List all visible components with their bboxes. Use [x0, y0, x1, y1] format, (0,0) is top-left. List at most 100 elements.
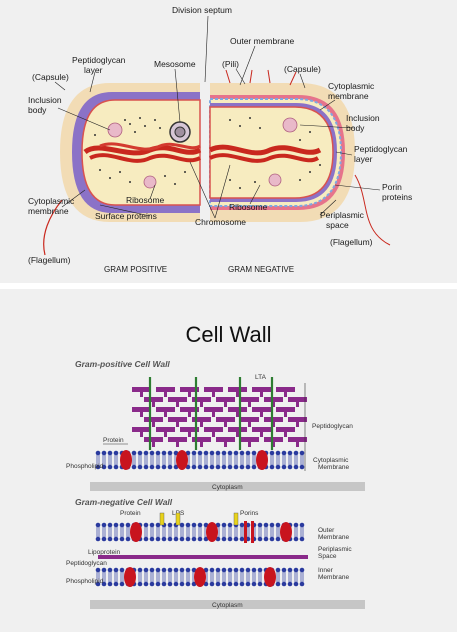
phospholipid-head	[251, 464, 257, 470]
peptide-crosslink	[188, 432, 191, 437]
bacterial-structure-panel: Division septum Outer membrane Peptidogl…	[0, 0, 457, 283]
peptide-crosslink	[296, 402, 299, 407]
peptide-crosslink	[248, 442, 251, 447]
peptidoglycan-strand	[168, 437, 187, 442]
peptidoglycan-strand	[204, 427, 223, 432]
phospholipid-head	[209, 464, 215, 470]
phospholipid-head	[275, 464, 281, 470]
phospholipid-head	[161, 536, 167, 542]
phospholipid-head	[233, 464, 239, 470]
peptidoglycan-strand	[288, 397, 307, 402]
phospholipid-head	[119, 567, 125, 573]
peptide-crosslink	[224, 402, 227, 407]
phospholipid-head	[185, 567, 191, 573]
phospholipid-head	[95, 536, 101, 542]
phospholipid-head	[239, 450, 245, 456]
peptide-crosslink	[260, 392, 263, 397]
phospholipid-head	[185, 536, 191, 542]
phospholipid-head	[245, 464, 251, 470]
phospholipid-head	[257, 567, 263, 573]
peptidoglycan-strand	[288, 437, 307, 442]
peptide-crosslink	[272, 422, 275, 427]
peptidoglycan-strand	[156, 427, 175, 432]
gram-positive-cell	[43, 83, 202, 256]
phospholipid-head	[143, 450, 149, 456]
phospholipid-head	[137, 567, 143, 573]
peptidoglycan-strand	[264, 437, 283, 442]
phospholipid-head	[227, 450, 233, 456]
phospholipid-head	[221, 581, 227, 587]
phospholipid-head	[197, 450, 203, 456]
peptidoglycan-strand	[180, 427, 199, 432]
phospholipid-head	[275, 536, 281, 542]
peptide-crosslink	[212, 412, 215, 417]
phospholipid-head	[209, 567, 215, 573]
phospholipid-head	[287, 567, 293, 573]
phospholipid-head	[161, 567, 167, 573]
cytoplasm-bar-2	[90, 600, 365, 609]
phospholipid-head	[149, 581, 155, 587]
peptidoglycan-strand	[168, 397, 187, 402]
phospholipid-head	[167, 536, 173, 542]
cytoplasm-bar-1	[90, 482, 365, 491]
phospholipid-head	[287, 464, 293, 470]
phospholipid-head	[227, 522, 233, 528]
phospholipid-head	[167, 522, 173, 528]
phospholipid-head	[293, 522, 299, 528]
peptide-crosslink	[176, 442, 179, 447]
peptide-crosslink	[164, 412, 167, 417]
peptidoglycan-strand	[276, 387, 295, 392]
phospholipid-head	[143, 536, 149, 542]
label-flagellum-left: (Flagellum)	[28, 255, 71, 265]
peptide-crosslink	[200, 402, 203, 407]
peptidoglycan-strand	[132, 387, 151, 392]
peptidoglycan-strand	[228, 407, 247, 412]
peptidoglycan-strand	[216, 397, 235, 402]
phospholipid-head	[275, 581, 281, 587]
peptide-crosslink	[164, 392, 167, 397]
label-outer-membrane: Outer membrane	[230, 36, 295, 46]
phospholipid-head	[113, 536, 119, 542]
phospholipid-head	[269, 522, 275, 528]
phospholipid-head	[281, 581, 287, 587]
label-capsule-left: (Capsule)	[32, 72, 69, 82]
label-ribosome-left: Ribosome	[126, 195, 165, 205]
phospholipid-head	[107, 536, 113, 542]
peptide-crosslink	[260, 432, 263, 437]
label-lipoprotein: Lipoprotein	[88, 549, 121, 556]
phospholipid-head	[143, 581, 149, 587]
peptidoglycan-strand	[264, 397, 283, 402]
peptidoglycan-strand	[252, 427, 271, 432]
gram-positive-title: Gram-positive Cell Wall	[75, 359, 170, 369]
phospholipid-head	[299, 464, 305, 470]
phospholipid-head	[161, 581, 167, 587]
membrane-protein	[264, 567, 276, 587]
phospholipid-head	[293, 581, 299, 587]
phospholipid-head	[281, 567, 287, 573]
peptide-crosslink	[272, 402, 275, 407]
phospholipid-head	[197, 522, 203, 528]
phospholipid-head	[101, 464, 107, 470]
phospholipid-head	[227, 567, 233, 573]
phospholipid-head	[167, 581, 173, 587]
peptide-crosslink	[296, 422, 299, 427]
peptidoglycan-strand	[204, 407, 223, 412]
gram-negative-title: Gram-negative Cell Wall	[75, 497, 173, 507]
membrane-protein	[120, 450, 132, 470]
peptide-crosslink	[236, 392, 239, 397]
phospholipid-head	[107, 522, 113, 528]
phospholipid-head	[161, 464, 167, 470]
phospholipid-head	[113, 567, 119, 573]
phospholipid-head	[299, 567, 305, 573]
phospholipid-head	[293, 536, 299, 542]
diagram-labels: Division septum Outer membrane Peptidogl…	[28, 5, 412, 274]
phospholipid-head	[125, 536, 131, 542]
peptidoglycan-strand	[180, 387, 199, 392]
phospholipid-head	[269, 536, 275, 542]
membrane-protein	[206, 522, 218, 542]
